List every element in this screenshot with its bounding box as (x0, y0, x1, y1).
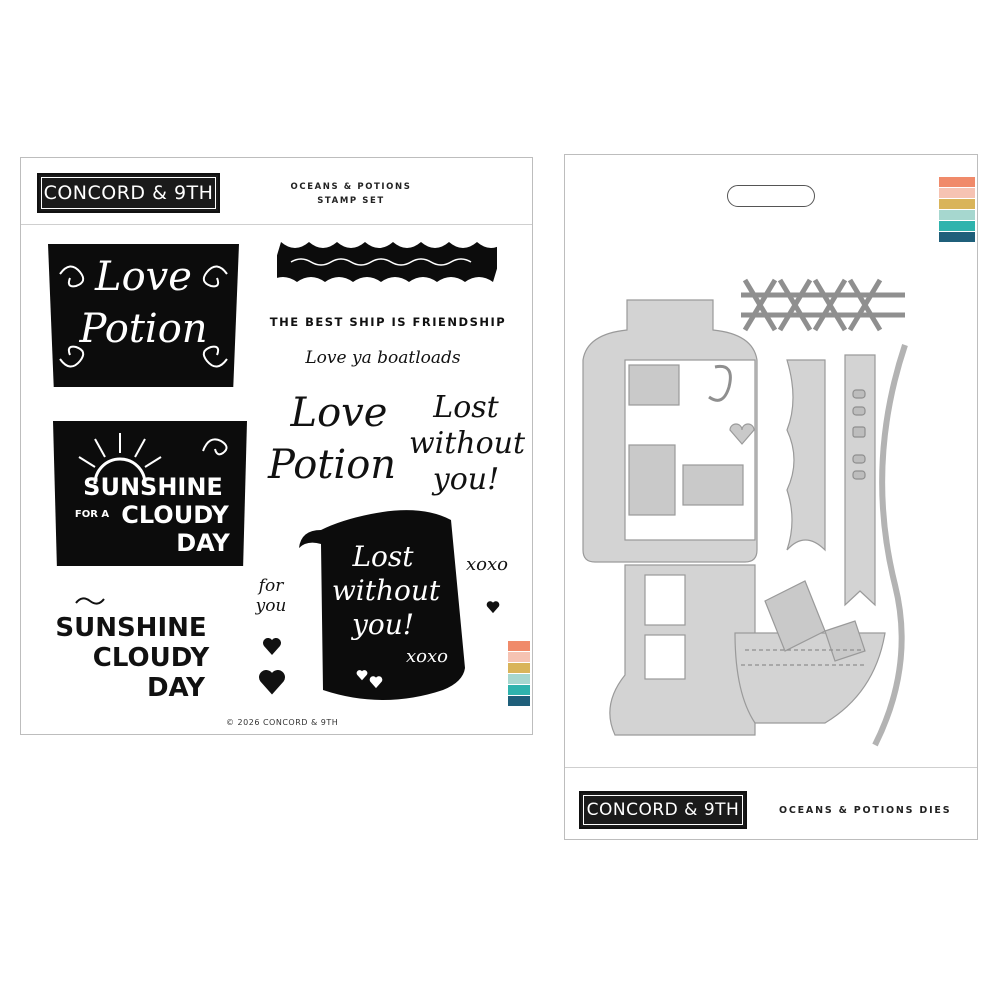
footer-divider (565, 767, 977, 768)
swatch-2 (508, 652, 530, 662)
stamp-set-title-line1: OCEANS & POTIONS (290, 182, 412, 192)
swatch-5 (939, 221, 975, 231)
swatch-5 (508, 685, 530, 695)
heart-icon (369, 676, 383, 689)
brand-logo-text: CONCORD & 9TH (583, 795, 743, 825)
heart-icon (259, 670, 285, 695)
lost-without-you-line3: you! (432, 462, 500, 497)
swatch-3 (508, 663, 530, 673)
swatch-3 (939, 199, 975, 209)
for-you-line2: you (255, 596, 287, 616)
heart-icon (486, 601, 500, 614)
banner-strip-die (844, 354, 876, 607)
friendship-sentiment-stamp: THE BEST SHIP IS FRIENDSHIP (269, 315, 507, 329)
sunshine-block-line1: SUNSHINE (83, 473, 223, 501)
lost-without-you-line1: Lost (433, 390, 499, 425)
swatch-6 (508, 696, 530, 706)
heart-icon (356, 670, 368, 681)
swatch-4 (508, 674, 530, 684)
boatloads-sentiment-stamp: Love ya boatloads (305, 348, 461, 368)
brand-logo: CONCORD & 9TH (579, 791, 747, 829)
swatch-1 (939, 177, 975, 187)
brand-logo-text: CONCORD & 9TH (41, 177, 216, 209)
net-die (741, 278, 905, 332)
flourish-icon (59, 265, 228, 368)
small-swirl-icon (75, 597, 105, 605)
stamp-set-package: CONCORD & 9TH OCEANS & POTIONS STAMP SET… (20, 157, 533, 735)
xoxo-stamp: xoxo (466, 554, 508, 575)
scroll-line3: you! (352, 608, 414, 641)
sun-rays-icon (78, 433, 162, 485)
long-wave-die (872, 344, 908, 747)
swatch-2 (939, 188, 975, 198)
for-you-line1: for (258, 576, 284, 596)
swatch-4 (939, 210, 975, 220)
stamp-set-title-line2: STAMP SET (317, 196, 385, 206)
sunshine-block-line3: DAY (176, 529, 230, 557)
love-potion-outline-line1: Love (290, 390, 388, 436)
color-swatches (508, 641, 530, 707)
die-set-package: CONCORD & 9TH OCEANS & POTIONS DIES (564, 154, 978, 840)
color-swatches (939, 177, 975, 243)
love-potion-outline-line2: Potion (267, 442, 397, 488)
sunshine-plain-line1: SUNSHINE (55, 613, 207, 643)
heart-icon (263, 638, 281, 655)
scroll-xoxo: xoxo (406, 646, 448, 667)
die-cuts-illustration (582, 278, 908, 747)
hang-hole (727, 185, 815, 207)
header-divider (21, 224, 532, 225)
swirl-icon (202, 438, 228, 456)
love-potion-block-stamp: Love Potion (48, 244, 239, 387)
swatch-6 (939, 232, 975, 242)
sunshine-block-line2b: CLOUDY (121, 501, 229, 529)
sunshine-block-stamp: SUNSHINE FOR A CLOUDY DAY (53, 421, 247, 566)
lost-without-you-line2: without (408, 426, 526, 461)
die-set-title: OCEANS & POTIONS DIES (779, 805, 952, 816)
brand-logo: CONCORD & 9TH (37, 173, 220, 213)
scroll-line2: without (331, 574, 441, 607)
sunshine-plain-line2: CLOUDY (92, 643, 210, 673)
wavy-strip-die (786, 359, 826, 552)
scroll-banner-stamp (299, 510, 465, 700)
love-potion-block-line2: Potion (79, 306, 208, 352)
sunshine-block-line2a: FOR A (74, 509, 110, 520)
stamp-set-title: OCEANS & POTIONS STAMP SET (251, 180, 451, 208)
copyright-text: © 2026 CONCORD & 9TH (226, 718, 339, 727)
sunshine-plain-line3: DAY (146, 673, 206, 703)
scroll-line1: Lost (352, 540, 414, 573)
love-potion-block-line1: Love (95, 254, 192, 300)
swatch-1 (508, 641, 530, 651)
wave-border-stamp (277, 242, 497, 282)
